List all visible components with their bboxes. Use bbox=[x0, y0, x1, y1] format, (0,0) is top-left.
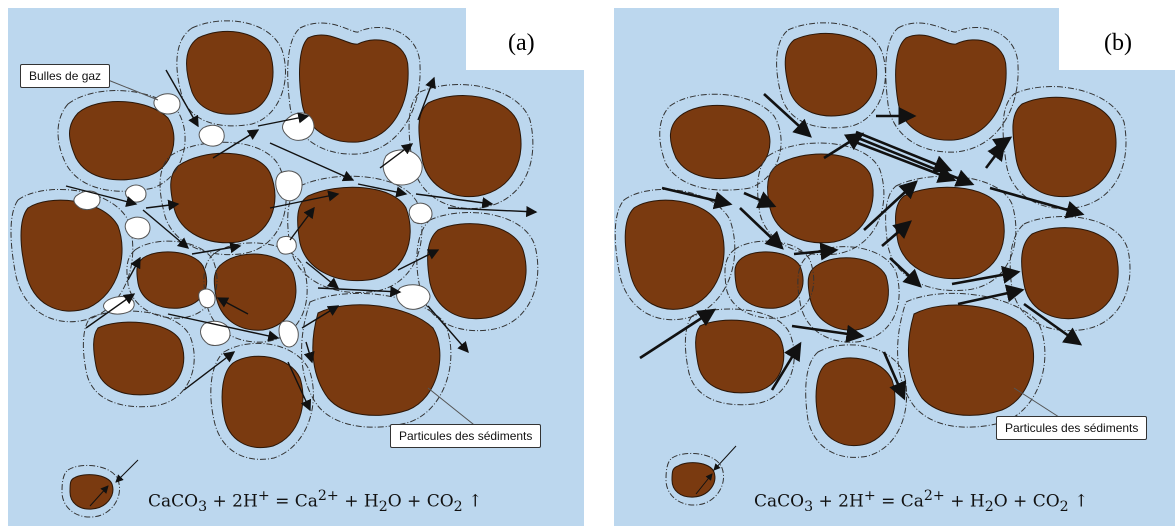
particle bbox=[213, 253, 297, 331]
eq-subscript: 3 bbox=[804, 499, 814, 516]
gas-bubble bbox=[382, 149, 423, 186]
gas-bubble bbox=[396, 284, 431, 310]
particle bbox=[670, 104, 771, 179]
gas-bubble bbox=[198, 124, 225, 147]
eq-term: CaCO bbox=[754, 491, 805, 512]
eq-operator: = bbox=[875, 491, 901, 512]
eq-superscript: + bbox=[257, 488, 270, 504]
eq-term: Ca bbox=[900, 491, 924, 512]
particle bbox=[312, 304, 441, 416]
eq-term: O bbox=[387, 491, 402, 512]
particle-legend bbox=[671, 462, 716, 498]
eq-operator: + bbox=[401, 491, 427, 512]
gas-bubble bbox=[275, 170, 303, 202]
particle bbox=[297, 186, 411, 282]
gas-bubble bbox=[200, 320, 231, 347]
particle-legend bbox=[69, 474, 114, 510]
dissolution-equation: CaCO3 + 2H+ = Ca2+ + H2O + CO2 ↑ bbox=[754, 488, 1088, 515]
eq-term: Ca bbox=[294, 491, 318, 512]
gas-bubble bbox=[73, 190, 101, 211]
particle bbox=[1021, 227, 1119, 320]
particle bbox=[1012, 96, 1117, 198]
eq-superscript: + bbox=[863, 488, 876, 504]
particle bbox=[695, 319, 785, 394]
panel-b: (b) Particules des sédiments CaCO3 + 2H+… bbox=[614, 8, 1175, 526]
eq-subscript: 2 bbox=[453, 499, 463, 516]
eq-subscript: 3 bbox=[198, 499, 208, 516]
sediment-particles bbox=[20, 30, 527, 510]
particle bbox=[767, 153, 874, 244]
panel-b-diagram bbox=[614, 8, 1175, 526]
particles-callout: Particules des sédiments bbox=[996, 416, 1148, 440]
eq-term: 2H bbox=[838, 491, 864, 512]
gas-bubble bbox=[198, 288, 216, 309]
gas-release-arrow: ↑ bbox=[1068, 491, 1089, 512]
eq-subscript: 2 bbox=[378, 499, 388, 516]
eq-operator: + bbox=[1007, 491, 1033, 512]
particle bbox=[895, 186, 1005, 280]
gas-bubbles bbox=[73, 93, 433, 348]
panel-a-diagram bbox=[8, 8, 584, 526]
panel-label: (b) bbox=[1104, 30, 1132, 56]
legend-inward-arrow bbox=[89, 459, 139, 507]
particle bbox=[170, 152, 276, 244]
particle bbox=[418, 95, 522, 198]
particle bbox=[20, 199, 123, 312]
eq-subscript: 2 bbox=[1059, 499, 1069, 516]
eq-term: CO bbox=[1032, 491, 1060, 512]
particle bbox=[186, 30, 274, 115]
legend-inward-arrow bbox=[695, 445, 737, 495]
eq-operator: + bbox=[207, 491, 233, 512]
particle bbox=[624, 199, 725, 310]
eq-operator: + bbox=[813, 491, 839, 512]
particle bbox=[136, 251, 207, 309]
particle bbox=[427, 223, 527, 320]
gas-bubble bbox=[124, 216, 151, 240]
flow-arrows bbox=[639, 93, 1085, 401]
particle bbox=[734, 251, 804, 309]
eq-operator: + bbox=[338, 491, 364, 512]
gas-bubble bbox=[276, 235, 297, 255]
eq-superscript: 2+ bbox=[923, 488, 945, 504]
eq-term: H bbox=[969, 491, 985, 512]
gas-bubble bbox=[153, 93, 181, 115]
particle bbox=[69, 101, 175, 181]
particle bbox=[895, 34, 1007, 141]
eq-superscript: 2+ bbox=[317, 488, 339, 504]
particles-callout: Particules des sédiments bbox=[390, 424, 542, 448]
eq-subscript: 2 bbox=[984, 499, 994, 516]
dissolution-equation: CaCO3 + 2H+ = Ca2+ + H2O + CO2 ↑ bbox=[148, 488, 482, 515]
eq-operator: + bbox=[944, 491, 970, 512]
panel-a: (a) Bulles de gaz Particules des sédimen… bbox=[8, 8, 584, 526]
particle bbox=[907, 304, 1034, 416]
particle bbox=[815, 357, 896, 446]
flow-arrows bbox=[65, 69, 538, 412]
gas-release-arrow: ↑ bbox=[462, 491, 483, 512]
eq-term: H bbox=[363, 491, 379, 512]
eq-term: CaCO bbox=[148, 491, 199, 512]
particle bbox=[784, 33, 878, 117]
eq-term: CO bbox=[426, 491, 454, 512]
particle bbox=[221, 355, 304, 448]
eq-term: O bbox=[993, 491, 1008, 512]
particle bbox=[93, 321, 185, 396]
callout-leaders bbox=[107, 79, 479, 429]
eq-term: 2H bbox=[232, 491, 258, 512]
eq-operator: = bbox=[269, 491, 295, 512]
sediment-particles bbox=[624, 33, 1119, 498]
gas-bubble bbox=[408, 202, 433, 225]
gas-bubbles-callout: Bulles de gaz bbox=[20, 64, 111, 88]
panel-label: (a) bbox=[508, 30, 535, 56]
particle bbox=[299, 34, 409, 143]
